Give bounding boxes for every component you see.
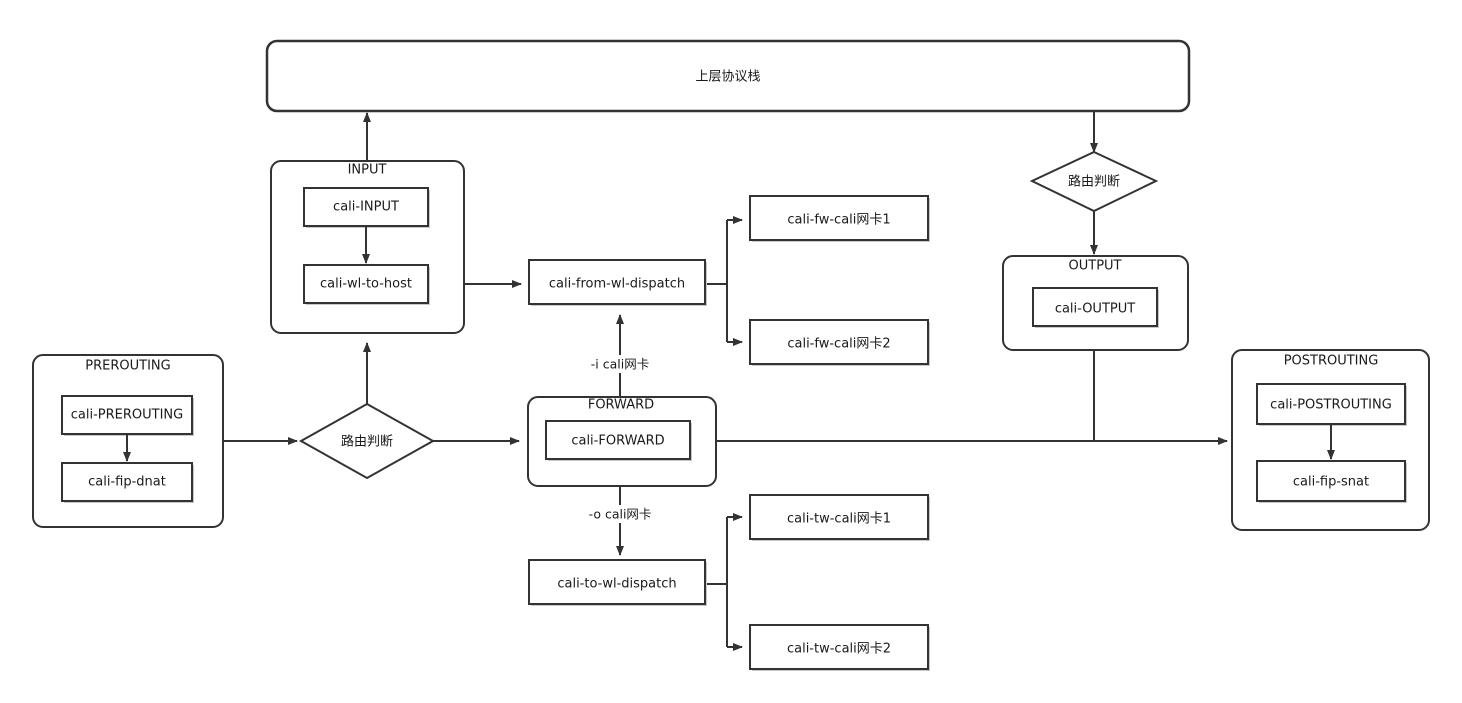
chain-forward: FORWARD cali-FORWARD (527, 396, 717, 487)
out-iface-label: -o cali网卡 (589, 507, 652, 522)
node-fw-nic-1: cali-fw-cali网卡1 (749, 195, 930, 242)
chain-forward-label: FORWARD (588, 398, 654, 413)
chain-prerouting: PREROUTING cali-PREROUTING cali-fip-dnat (32, 354, 224, 528)
rule-cali-output: cali-OUTPUT (1055, 302, 1135, 317)
chain-output: OUTPUT cali-OUTPUT (1002, 255, 1189, 351)
chain-prerouting-label: PREROUTING (85, 359, 170, 374)
rule-cali-prerouting: cali-PREROUTING (71, 408, 183, 423)
node-tw-nic-2: cali-tw-cali网卡2 (749, 624, 930, 671)
chain-input-label: INPUT (348, 163, 387, 178)
to-wl-dispatch-label: cali-to-wl-dispatch (557, 577, 676, 592)
edge-to-dispatch-branch (707, 517, 728, 647)
chain-output-label: OUTPUT (1069, 259, 1122, 274)
rule-cali-fip-snat: cali-fip-snat (1293, 475, 1369, 490)
routing-decision-right-label: 路由判断 (1068, 174, 1120, 190)
fw-nic-1-label: cali-fw-cali网卡1 (787, 213, 890, 228)
chain-postrouting-label: POSTROUTING (1284, 354, 1379, 369)
node-tw-nic-1: cali-tw-cali网卡1 (749, 494, 930, 541)
routing-decision-left-label: 路由判断 (341, 434, 393, 450)
edge-label-out-iface: -o cali网卡 (578, 505, 663, 523)
tw-nic-2-label: cali-tw-cali网卡2 (787, 642, 891, 657)
rule-cali-postrouting: cali-POSTROUTING (1270, 398, 1392, 413)
node-fw-nic-2: cali-fw-cali网卡2 (749, 319, 930, 366)
edge-label-in-iface: -i cali网卡 (578, 355, 663, 373)
chain-input: INPUT cali-INPUT cali-wl-to-host (270, 160, 465, 334)
rule-cali-forward: cali-FORWARD (571, 434, 664, 449)
edge-from-dispatch-branch (707, 220, 728, 342)
rule-cali-fip-dnat: cali-fip-dnat (88, 475, 166, 490)
fw-nic-2-label: cali-fw-cali网卡2 (787, 337, 890, 352)
routing-decision-right: 路由判断 (1029, 150, 1159, 213)
routing-decision-left: 路由判断 (298, 402, 436, 480)
rule-cali-wl-to-host: cali-wl-to-host (320, 277, 412, 292)
tw-nic-1-label: cali-tw-cali网卡1 (787, 512, 891, 527)
upper-protocol-stack-label: 上层协议栈 (695, 70, 760, 85)
node-to-wl-dispatch: cali-to-wl-dispatch (528, 559, 707, 606)
rule-cali-input: cali-INPUT (333, 200, 399, 215)
from-wl-dispatch-label: cali-from-wl-dispatch (549, 277, 685, 292)
upper-protocol-stack-banner: 上层协议栈 (265, 39, 1191, 113)
node-from-wl-dispatch: cali-from-wl-dispatch (528, 259, 707, 306)
in-iface-label: -i cali网卡 (591, 357, 649, 372)
chain-postrouting: POSTROUTING cali-POSTROUTING cali-fip-sn… (1231, 349, 1430, 531)
